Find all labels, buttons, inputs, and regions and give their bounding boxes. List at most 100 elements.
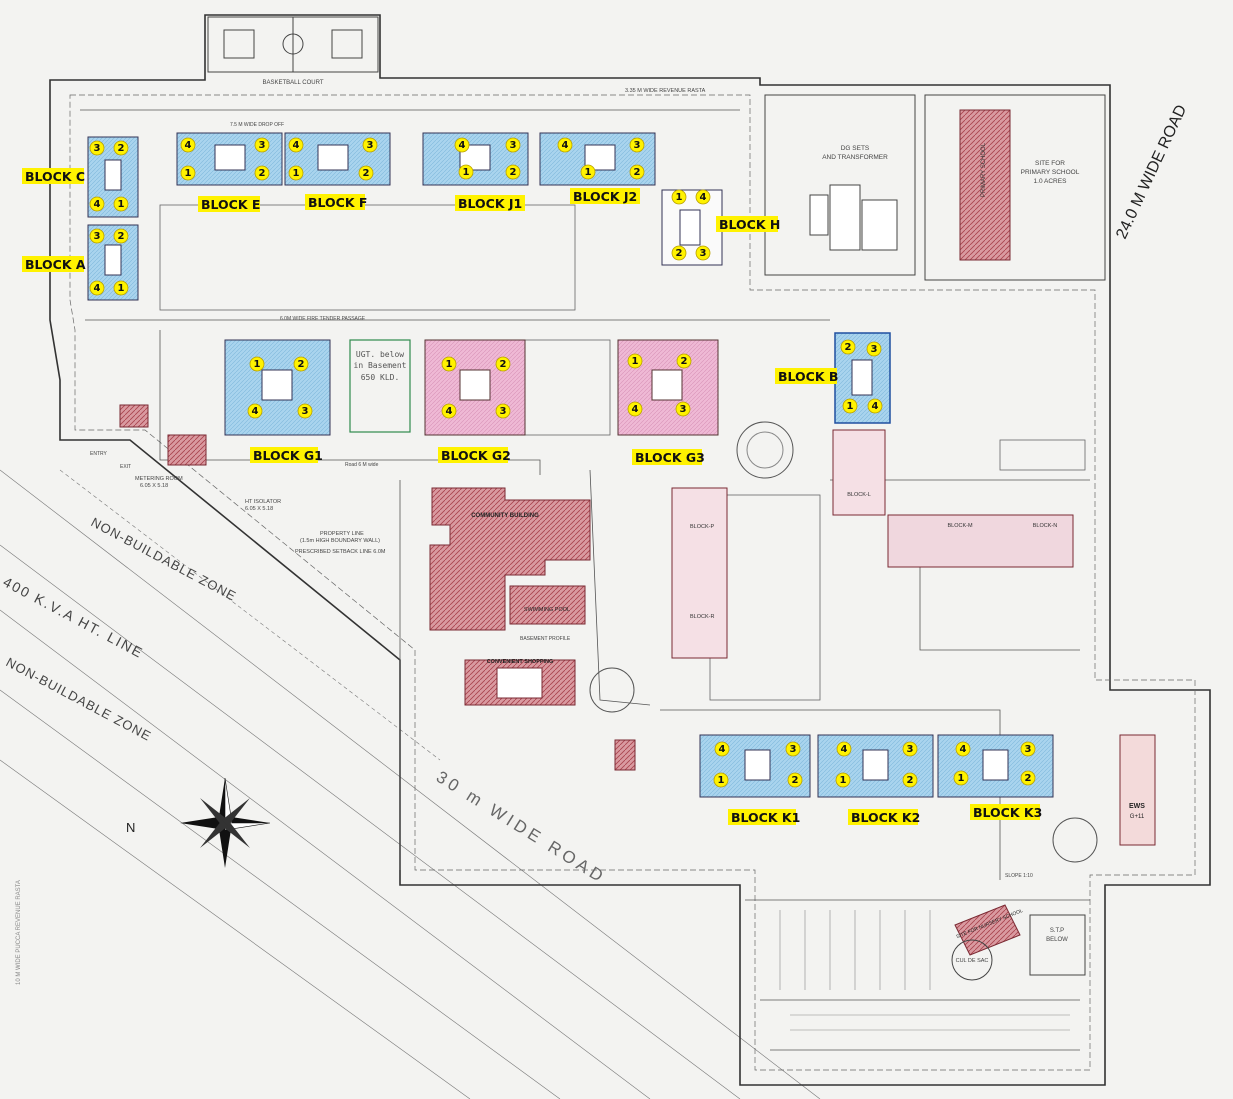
- unit-badge-h-1: 1: [671, 189, 687, 205]
- svg-text:4: 4: [719, 744, 726, 755]
- block-c-label[interactable]: BLOCK C: [22, 168, 85, 184]
- unit-badge-j2-3: 1: [580, 164, 596, 180]
- unit-badge-g1-1: 1: [249, 356, 265, 372]
- block-g1-label[interactable]: BLOCK G1: [250, 447, 323, 463]
- block-h-tower[interactable]: [661, 189, 723, 266]
- block-j2-label[interactable]: BLOCK J2: [570, 188, 640, 204]
- primary-school-label-2: PRIMARY SCHOOL: [1021, 169, 1080, 176]
- unit-badge-f-1: 4: [288, 137, 304, 153]
- community-building[interactable]: COMMUNITY BUILDING: [429, 487, 591, 631]
- unit-badge-j2-2: 3: [629, 137, 645, 153]
- gate-house[interactable]: [119, 404, 636, 771]
- block-n-label: BLOCK-N: [1033, 523, 1057, 529]
- svg-text:1: 1: [118, 199, 125, 210]
- exit-label: EXIT: [120, 464, 131, 470]
- block-l-tower[interactable]: BLOCK-L: [832, 429, 886, 516]
- svg-text:2: 2: [681, 356, 688, 367]
- svg-text:3: 3: [259, 140, 266, 151]
- svg-text:BLOCK A: BLOCK A: [25, 257, 86, 272]
- svg-text:BLOCK H: BLOCK H: [719, 217, 780, 232]
- block-e-label[interactable]: BLOCK E: [198, 196, 260, 212]
- unit-badge-k1-1: 4: [714, 741, 730, 757]
- property-line-label: PROPERTY LINE: [320, 531, 364, 537]
- svg-text:3: 3: [367, 140, 374, 151]
- svg-text:BLOCK B: BLOCK B: [778, 369, 838, 384]
- unit-badge-k3-3: 1: [953, 770, 969, 786]
- cul-de-sac[interactable]: CUL DE SAC: [951, 939, 993, 981]
- block-k3-tower[interactable]: [937, 734, 1054, 798]
- ews-label: EWS: [1129, 803, 1145, 810]
- block-f-label[interactable]: BLOCK F: [305, 194, 367, 210]
- unit-badge-j1-2: 3: [505, 137, 521, 153]
- svg-text:4: 4: [700, 192, 707, 203]
- unit-badge-b-1: 2: [840, 339, 856, 355]
- unit-badge-g3-1: 1: [627, 353, 643, 369]
- primary-school-tag: PRIMARY SCHOOL: [981, 142, 987, 197]
- ht-isolator-dim: 6.05 X 5.18: [245, 506, 273, 512]
- convenient-shopping[interactable]: CONVENIENT SHOPPING: [464, 659, 576, 706]
- block-p-r-towers[interactable]: BLOCK-P BLOCK-R: [671, 487, 728, 659]
- svg-text:4: 4: [841, 744, 848, 755]
- block-g3-label[interactable]: BLOCK G3: [632, 449, 705, 465]
- svg-text:3: 3: [634, 140, 641, 151]
- block-k2-tower[interactable]: [817, 734, 934, 798]
- block-j1-label[interactable]: BLOCK J1: [455, 195, 525, 211]
- svg-text:4: 4: [446, 406, 453, 417]
- svg-text:3: 3: [510, 140, 517, 151]
- svg-text:3: 3: [302, 406, 309, 417]
- svg-text:2: 2: [363, 168, 370, 179]
- stp-area[interactable]: S.T.P BELOW: [1029, 914, 1086, 976]
- primary-school[interactable]: PRIMARY SCHOOL SITE FOR PRIMARY SCHOOL 1…: [924, 94, 1106, 281]
- svg-text:2: 2: [118, 231, 125, 242]
- unit-badge-c-2: 2: [113, 140, 129, 156]
- dg-sets-area[interactable]: DG SETS AND TRANSFORMER: [764, 94, 916, 276]
- metering-room-dim: 6.05 X 5.18: [140, 483, 168, 489]
- unit-badge-k1-3: 1: [713, 772, 729, 788]
- svg-text:3: 3: [500, 406, 507, 417]
- svg-text:2: 2: [1025, 773, 1032, 784]
- unit-badge-h-3: 2: [671, 245, 687, 261]
- svg-text:3: 3: [94, 231, 101, 242]
- svg-text:1: 1: [676, 192, 683, 203]
- block-m-n-towers[interactable]: BLOCK-M BLOCK-N: [887, 514, 1074, 568]
- svg-text:2: 2: [792, 775, 799, 786]
- parking-bays: [779, 910, 1070, 1031]
- unit-badge-k1-2: 3: [785, 741, 801, 757]
- ugt-area[interactable]: UGT. below in Basement 650 KLD.: [349, 339, 411, 433]
- block-g2-label[interactable]: BLOCK G2: [438, 447, 511, 463]
- block-g1-tower[interactable]: [224, 339, 331, 436]
- unit-badge-g2-4: 3: [495, 403, 511, 419]
- svg-text:1: 1: [585, 167, 592, 178]
- transformer-label: AND TRANSFORMER: [822, 154, 888, 161]
- block-h-label[interactable]: BLOCK H: [716, 216, 780, 232]
- block-g2-tower[interactable]: [424, 339, 526, 436]
- ht-corridor-lines: [0, 469, 821, 1099]
- svg-text:3: 3: [680, 404, 687, 415]
- block-k3-label[interactable]: BLOCK K3: [970, 804, 1042, 820]
- svg-text:1: 1: [958, 773, 965, 784]
- block-b-label[interactable]: BLOCK B: [775, 368, 838, 384]
- basketball-court[interactable]: BASKETBALL COURT: [207, 16, 379, 86]
- block-k1-label[interactable]: BLOCK K1: [728, 809, 800, 825]
- svg-text:2: 2: [634, 167, 641, 178]
- unit-badge-j1-3: 1: [458, 164, 474, 180]
- block-k2-label[interactable]: BLOCK K2: [848, 809, 920, 825]
- dg-sets-label: DG SETS: [841, 145, 870, 152]
- block-a-label[interactable]: BLOCK A: [22, 256, 86, 272]
- stp-label: S.T.P: [1050, 928, 1064, 934]
- swimming-pool[interactable]: SWIMMING POOL: [509, 585, 586, 625]
- unit-badge-c-4: 1: [113, 196, 129, 212]
- block-p-label: BLOCK-P: [690, 524, 714, 530]
- basketball-label: BASKETBALL COURT: [262, 80, 323, 86]
- svg-text:4: 4: [960, 744, 967, 755]
- unit-badge-k2-4: 2: [902, 772, 918, 788]
- fire-passage-label: 6.0M WIDE FIRE TENDER PASSAGE: [280, 316, 366, 322]
- ews-block[interactable]: EWS G+11: [1119, 734, 1156, 846]
- compass-rose-icon: [180, 777, 271, 868]
- svg-text:4: 4: [185, 140, 192, 151]
- setback-label: PRESCRIBED SETBACK LINE 6.0M: [295, 549, 386, 555]
- svg-text:1: 1: [185, 168, 192, 179]
- unit-badge-j2-4: 2: [629, 164, 645, 180]
- unit-badge-j1-4: 2: [505, 164, 521, 180]
